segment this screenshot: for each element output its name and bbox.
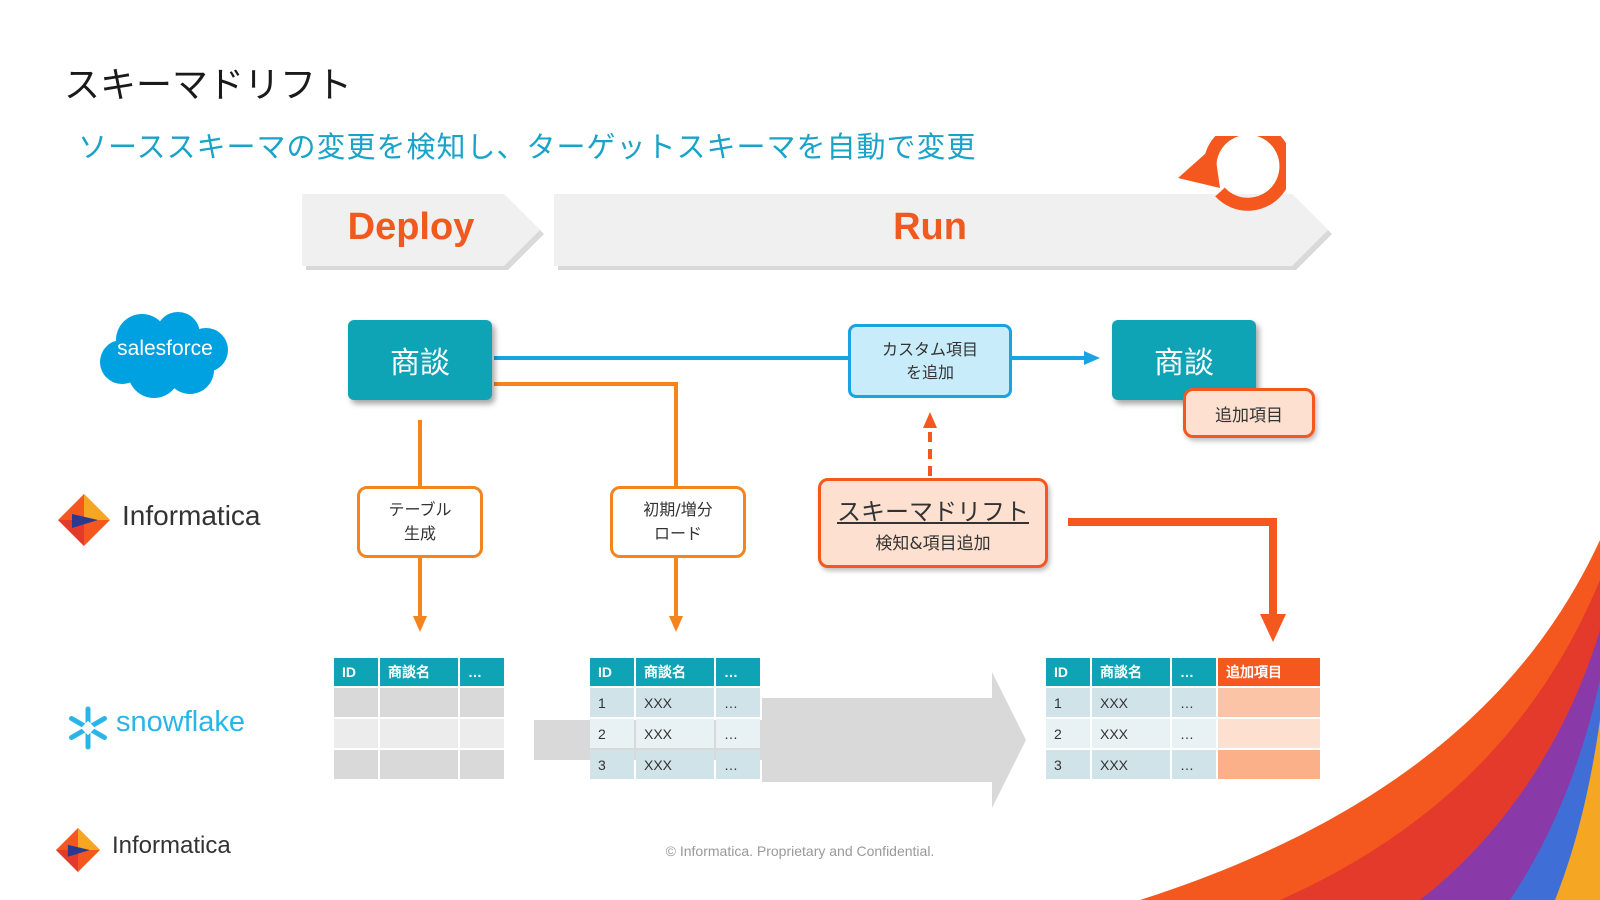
added-col-cell [1218,719,1320,748]
table-cell: 3 [1046,750,1090,779]
table-cell [380,719,458,748]
added-field-tag: 追加項目 [1183,388,1315,438]
col-header: 商談名 [636,658,714,686]
snowflake-table-empty: ID 商談名 … [332,656,506,781]
table-row: 3 XXX … [1046,750,1320,779]
table-cell: 2 [590,719,634,748]
custom-field-add-box: カスタム項目 を追加 [848,324,1012,398]
snowflake-table-loaded: ID 商談名 … 1 XXX … 2 XXX … 3 XXX … [588,656,762,781]
page-title: スキーマドリフト [64,65,353,106]
deploy-chevron [302,194,544,270]
table-cell: 1 [1046,688,1090,717]
added-col-header: 追加項目 [1218,658,1320,686]
table-cell [334,719,378,748]
salesforce-logo-cloud-icon [100,312,228,398]
table-row: 2 XXX … [590,719,760,748]
table-cell: XXX [636,750,714,779]
table-row: 1 XXX … [1046,688,1320,717]
table-cell: … [1172,750,1216,779]
table-cell [460,719,504,748]
table-cell: 1 [590,688,634,717]
load-line2: ロード [653,524,702,543]
table-cell: XXX [1092,719,1170,748]
footer-copyright: © Informatica. Proprietary and Confident… [665,843,935,859]
table-create-step: テーブル 生成 [357,486,483,558]
table-cell: … [1172,688,1216,717]
snowflake-logo-text: snowflake [116,706,245,738]
table-cell: XXX [1092,688,1170,717]
table-cell: 3 [590,750,634,779]
run-chevron [554,194,1332,270]
table-create-line2: 生成 [403,524,436,543]
custom-field-line1: カスタム項目 [881,339,978,359]
table-row: 3 XXX … [590,750,760,779]
col-header: … [1172,658,1216,686]
schema-drift-title: スキーマドリフト [837,498,1029,526]
table-cell [460,750,504,779]
col-header: ID [334,658,378,686]
col-header: ID [590,658,634,686]
footer-informatica-logo-text: Informatica [112,832,231,859]
page-subtitle: ソーススキーマの変更を検知し、ターゲットスキーマを自動で変更 [78,130,977,164]
table-header-row: ID 商談名 … 追加項目 [1046,658,1320,686]
table-row: 2 XXX … [1046,719,1320,748]
added-col-cell [1218,750,1320,779]
table-create-line1: テーブル [388,500,452,519]
snowflake-table-drifted: ID 商談名 … 追加項目 1 XXX … 2 XXX … 3 XXX … [1044,656,1322,781]
table-cell [380,750,458,779]
col-header: … [716,658,760,686]
corner-swoosh-decoration [1140,540,1600,900]
table-cell [334,750,378,779]
table-row [334,688,504,717]
added-col-cell [1218,688,1320,717]
table-cell: … [1172,719,1216,748]
table-header-row: ID 商談名 … [334,658,504,686]
table-cell: … [716,750,760,779]
refresh-cycle-icon [1178,136,1286,211]
run-phase-label: Run [893,206,967,248]
table-cell [380,688,458,717]
load-step: 初期/増分 ロード [610,486,746,558]
table-row [334,750,504,779]
informatica-logo-icon [58,494,110,546]
table-cell [334,688,378,717]
deploy-phase-label: Deploy [347,206,475,248]
salesforce-object-target: 商談 [1112,320,1256,400]
table-cell [460,688,504,717]
col-header: 商談名 [1092,658,1170,686]
informatica-logo-text: Informatica [122,500,261,531]
table-cell: XXX [636,688,714,717]
footer-informatica-logo-icon [56,828,100,872]
table-cell: … [716,688,760,717]
col-header: ID [1046,658,1090,686]
table-row [334,719,504,748]
custom-field-line2: を追加 [905,363,954,382]
table-cell: … [716,719,760,748]
snowflake-logo-icon [69,706,107,750]
col-header: 商談名 [380,658,458,686]
table-cell: 2 [1046,719,1090,748]
table-cell: XXX [636,719,714,748]
schema-drift-step: スキーマドリフト 検知&項目追加 [818,478,1048,568]
salesforce-object-source: 商談 [348,320,492,400]
salesforce-logo-text: salesforce [117,337,213,360]
table-row: 1 XXX … [590,688,760,717]
schema-drift-subtitle: 検知&項目追加 [875,534,991,554]
col-header: … [460,658,504,686]
table-cell: XXX [1092,750,1170,779]
load-line1: 初期/増分 [643,500,713,519]
table-header-row: ID 商談名 … [590,658,760,686]
